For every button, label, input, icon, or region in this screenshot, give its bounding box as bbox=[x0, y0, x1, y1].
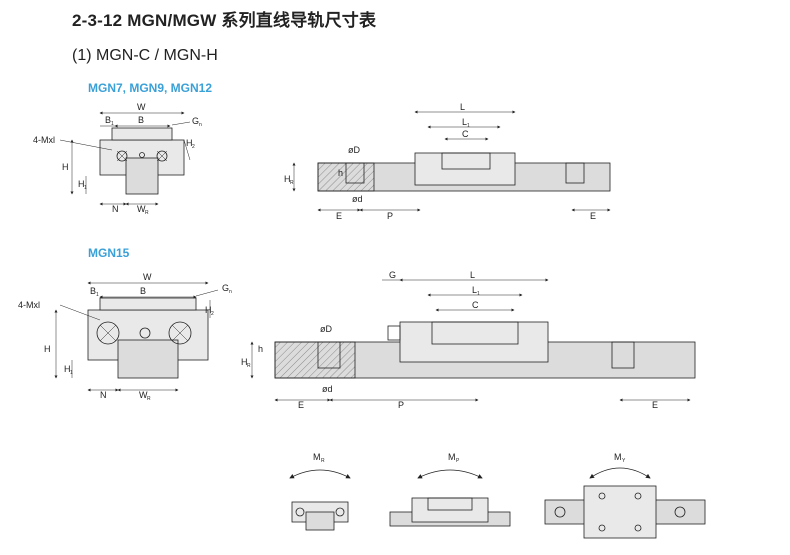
svg-text:H: H bbox=[44, 344, 51, 354]
small-side-view bbox=[292, 110, 611, 212]
large-front-view bbox=[54, 281, 219, 392]
svg-text:W: W bbox=[137, 102, 146, 112]
svg-text:G: G bbox=[389, 270, 396, 280]
svg-text:H: H bbox=[64, 364, 71, 374]
svg-text:G: G bbox=[222, 283, 229, 293]
svg-text:n: n bbox=[229, 289, 232, 295]
svg-text:B: B bbox=[140, 286, 146, 296]
moment-roll-diagram bbox=[289, 469, 351, 531]
svg-text:B: B bbox=[90, 286, 96, 296]
moment-roll-label: M bbox=[313, 452, 321, 462]
series-label-large: MGN15 bbox=[88, 246, 130, 260]
svg-text:R: R bbox=[321, 458, 325, 464]
small-front-view bbox=[59, 111, 191, 206]
svg-text:L: L bbox=[470, 270, 475, 280]
svg-text:2: 2 bbox=[192, 144, 195, 150]
svg-text:R: R bbox=[145, 210, 149, 216]
svg-text:2: 2 bbox=[211, 311, 214, 317]
svg-text:L: L bbox=[460, 102, 465, 112]
svg-text:E: E bbox=[298, 400, 304, 410]
svg-text:W: W bbox=[137, 204, 146, 214]
moment-pitch-label: M bbox=[448, 452, 456, 462]
moment-yaw-label: M bbox=[614, 452, 622, 462]
svg-text:W: W bbox=[143, 272, 152, 282]
svg-text:C: C bbox=[472, 300, 479, 310]
svg-text:Y: Y bbox=[622, 458, 626, 464]
svg-text:R: R bbox=[247, 363, 251, 369]
large-side-view bbox=[250, 278, 696, 402]
svg-text:1: 1 bbox=[477, 291, 480, 297]
svg-text:L: L bbox=[462, 117, 467, 127]
svg-text:B: B bbox=[138, 115, 144, 125]
svg-text:P: P bbox=[456, 458, 460, 464]
svg-text:P: P bbox=[387, 211, 393, 221]
svg-text:H: H bbox=[205, 305, 212, 315]
svg-text:R: R bbox=[147, 396, 151, 402]
svg-text:øD: øD bbox=[348, 145, 360, 155]
svg-text:E: E bbox=[652, 400, 658, 410]
svg-text:øD: øD bbox=[320, 324, 332, 334]
moment-yaw-diagram bbox=[544, 467, 706, 539]
svg-text:1: 1 bbox=[96, 292, 99, 298]
moment-pitch-diagram bbox=[389, 469, 511, 527]
svg-text:E: E bbox=[336, 211, 342, 221]
svg-text:L: L bbox=[472, 285, 477, 295]
svg-text:H: H bbox=[62, 162, 69, 172]
section-subtitle: (1) MGN-C / MGN-H bbox=[72, 47, 218, 64]
svg-text:B: B bbox=[105, 115, 111, 125]
page-title: 2-3-12 MGN/MGW 系列直线导轨尺寸表 bbox=[72, 11, 377, 30]
series-label-small: MGN7, MGN9, MGN12 bbox=[88, 81, 213, 95]
svg-text:1: 1 bbox=[70, 370, 73, 376]
svg-text:H: H bbox=[186, 138, 193, 148]
svg-text:R: R bbox=[290, 180, 294, 186]
svg-text:H: H bbox=[241, 357, 248, 367]
svg-text:h: h bbox=[338, 168, 343, 178]
svg-text:4-Mxl: 4-Mxl bbox=[33, 135, 55, 145]
svg-text:1: 1 bbox=[467, 123, 470, 129]
svg-text:1: 1 bbox=[111, 121, 114, 127]
svg-text:H: H bbox=[284, 174, 291, 184]
svg-text:ød: ød bbox=[352, 194, 363, 204]
svg-text:h: h bbox=[258, 344, 263, 354]
svg-text:ød: ød bbox=[322, 384, 333, 394]
svg-text:C: C bbox=[462, 129, 469, 139]
svg-text:N: N bbox=[112, 204, 119, 214]
svg-text:E: E bbox=[590, 211, 596, 221]
svg-text:4-Mxl: 4-Mxl bbox=[18, 300, 40, 310]
svg-text:P: P bbox=[398, 400, 404, 410]
svg-text:1: 1 bbox=[84, 185, 87, 191]
svg-text:N: N bbox=[100, 390, 107, 400]
svg-text:G: G bbox=[192, 116, 199, 126]
svg-text:n: n bbox=[199, 122, 202, 128]
svg-text:W: W bbox=[139, 390, 148, 400]
svg-text:H: H bbox=[78, 179, 85, 189]
